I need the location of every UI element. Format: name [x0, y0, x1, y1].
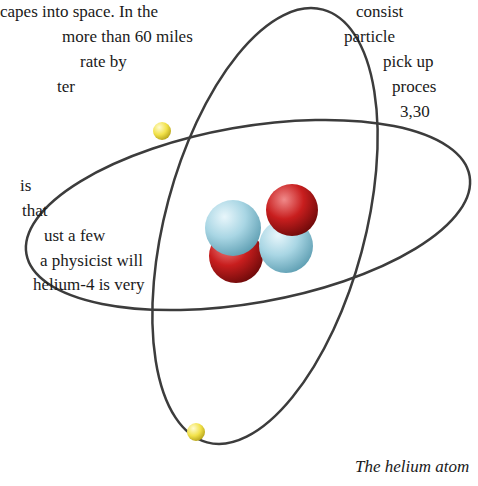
body-text-fragment: consist — [356, 2, 403, 22]
electron — [153, 122, 205, 441]
body-text-fragment: helium-4 is very — [33, 275, 144, 295]
body-text-fragment: that — [22, 201, 48, 221]
orbit — [11, 0, 478, 468]
body-text-fragment: ter — [57, 77, 75, 97]
body-text-fragment: is — [20, 176, 31, 196]
body-text-fragment: proces — [392, 77, 436, 97]
body-text-fragment: 3,30 — [400, 102, 430, 122]
figure-caption: The helium atom — [355, 457, 469, 477]
body-text-fragment: particle — [344, 27, 395, 47]
body-text-fragment: more than 60 miles — [62, 27, 193, 47]
body-text-fragment: ust a few — [44, 226, 105, 246]
nucleus — [205, 184, 318, 283]
body-text-fragment: rate by — [80, 52, 127, 72]
body-text-fragment: pick up — [383, 52, 434, 72]
body-text-fragment: a physicist will — [40, 251, 143, 271]
body-text-fragment: capes into space. In the — [0, 2, 158, 22]
